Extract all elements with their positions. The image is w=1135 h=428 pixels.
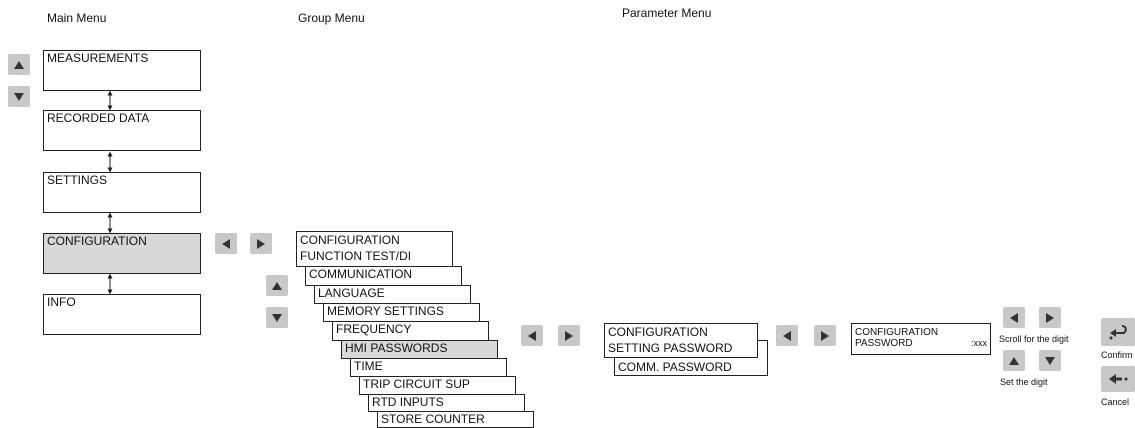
left-arrow-icon <box>1010 312 1018 323</box>
param-menu-panel[interactable]: CONFIGURATION SETTING PASSWORD <box>604 323 758 358</box>
left-arrow-icon <box>222 238 230 249</box>
group-down-button[interactable] <box>266 307 288 328</box>
cancel-button[interactable] <box>1101 366 1135 392</box>
group-right-button[interactable] <box>250 233 272 254</box>
main-menu-item-info[interactable]: INFO <box>43 294 201 335</box>
main-up-button[interactable] <box>8 54 30 75</box>
group-item-rtd-inputs[interactable]: RTD INPUTS <box>368 394 525 412</box>
group-menu-header: Group Menu <box>298 11 365 25</box>
main-menu-item-settings[interactable]: SETTINGS <box>43 172 201 213</box>
down-arrow-icon <box>272 313 282 322</box>
up-arrow-icon <box>1009 356 1019 365</box>
right-arrow-icon <box>257 238 265 249</box>
group-item-function-test: FUNCTION TEST/DI <box>300 249 412 263</box>
editor-row: PASSWORD :xxx <box>855 338 987 349</box>
up-arrow-icon <box>14 60 24 69</box>
editor-value: :xxx <box>970 338 987 348</box>
group-item-hmi-passwords[interactable]: HMI PASSWORDS <box>341 340 498 359</box>
digit-left-button[interactable] <box>1003 307 1025 328</box>
param-item-setting-password: SETTING PASSWORD <box>608 341 733 355</box>
set-digit-label: Set the digit <box>1000 377 1048 387</box>
main-menu-item-measurements[interactable]: MEASUREMENTS <box>43 50 201 91</box>
main-menu-header: Main Menu <box>47 11 107 25</box>
group-up-button[interactable] <box>266 275 288 296</box>
editor-right-button[interactable] <box>814 325 836 346</box>
confirm-button[interactable] <box>1101 318 1135 346</box>
editor-title: CONFIGURATION <box>855 327 939 338</box>
back-icon <box>1109 374 1128 384</box>
param-title: CONFIGURATION <box>608 325 708 339</box>
password-editor[interactable]: CONFIGURATION PASSWORD :xxx <box>851 323 991 355</box>
group-item-frequency[interactable]: FREQUENCY <box>332 321 489 341</box>
right-arrow-icon <box>1046 312 1054 323</box>
editor-param-label: PASSWORD <box>855 338 913 349</box>
group-left-button[interactable] <box>215 233 237 254</box>
right-arrow-icon <box>565 330 573 341</box>
main-menu-item-configuration[interactable]: CONFIGURATION <box>43 233 201 274</box>
param-left-button[interactable] <box>521 325 543 346</box>
group-title: CONFIGURATION <box>300 233 400 247</box>
group-item-language[interactable]: LANGUAGE <box>314 285 471 304</box>
group-item-time[interactable]: TIME <box>350 358 507 377</box>
group-item-memory-settings[interactable]: MEMORY SETTINGS <box>323 303 480 322</box>
editor-left-button[interactable] <box>776 325 798 346</box>
group-item-store-counter[interactable]: STORE COUNTER <box>377 411 534 428</box>
digit-right-button[interactable] <box>1039 307 1061 328</box>
digit-up-button[interactable] <box>1003 350 1025 371</box>
digit-down-button[interactable] <box>1039 350 1061 371</box>
main-menu-item-recorded-data[interactable]: RECORDED DATA <box>43 110 201 151</box>
parameter-menu-header: Parameter Menu <box>622 6 712 20</box>
down-arrow-icon <box>1045 356 1055 365</box>
down-arrow-icon <box>14 92 24 101</box>
right-arrow-icon <box>821 330 829 341</box>
main-menu-connectors <box>107 90 113 295</box>
confirm-label: Confirm <box>1101 350 1133 360</box>
group-item-trip-circuit-sup[interactable]: TRIP CIRCUIT SUP <box>359 376 516 395</box>
left-arrow-icon <box>528 330 536 341</box>
scroll-digit-label: Scroll for the digit <box>999 334 1069 344</box>
cancel-label: Cancel <box>1101 397 1130 407</box>
enter-icon <box>1109 325 1127 340</box>
group-item-configuration[interactable]: CONFIGURATION FUNCTION TEST/DI <box>296 231 453 267</box>
group-item-communication[interactable]: COMMUNICATION <box>305 266 462 286</box>
param-right-button[interactable] <box>558 325 580 346</box>
up-arrow-icon <box>272 281 282 290</box>
main-down-button[interactable] <box>8 86 30 107</box>
left-arrow-icon <box>783 330 791 341</box>
